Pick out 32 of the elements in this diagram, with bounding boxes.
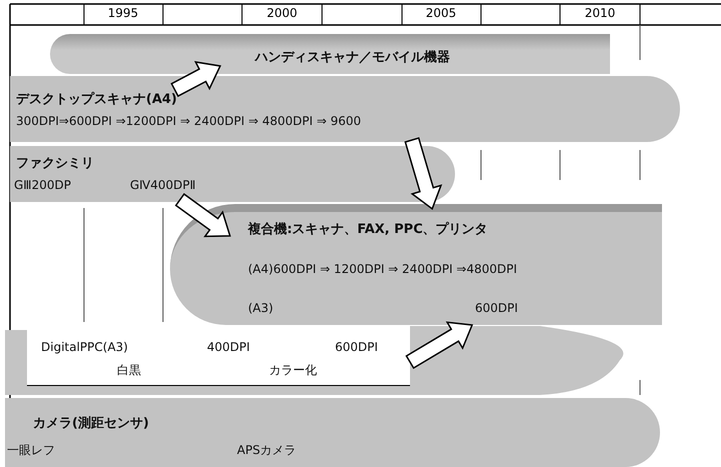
- band-text: 400DPI: [207, 340, 250, 354]
- band-text: GⅣ400DPⅡ: [130, 178, 196, 192]
- band-title: DigitalPPC(A3): [41, 340, 128, 354]
- block-arrow: [170, 61, 222, 98]
- band-title: 複合機:スキャナ、FAX, PPC、プリンタ: [248, 220, 488, 238]
- band-text: カラー化: [269, 362, 317, 379]
- band-title: カメラ(測距センサ): [33, 415, 149, 432]
- year-label: 1995: [106, 6, 140, 20]
- band-title: デスクトップスキャナ(A4): [16, 90, 177, 108]
- band-text: 600DPI: [335, 340, 378, 354]
- band-title: ファクシミリ: [16, 155, 94, 172]
- band-text: APSカメラ: [237, 442, 296, 459]
- band-text: 300DPI⇒600DPI ⇒1200DPI ⇒ 2400DPI ⇒ 4800DPI ⇒ 9600: [16, 114, 362, 128]
- band-title: ハンディスキャナ／モバイル機器: [255, 49, 450, 66]
- timeline-band: [50, 34, 610, 74]
- band-text: GⅢ200DP: [14, 178, 71, 192]
- band-text: 一眼レフ: [7, 442, 55, 459]
- block-arrow: [405, 321, 474, 370]
- band-text: 600DPI: [475, 301, 518, 315]
- year-label: 2005: [424, 6, 458, 20]
- year-label: 2000: [266, 6, 298, 20]
- block-arrow: [174, 193, 232, 238]
- year-label: 2010: [584, 6, 616, 20]
- timeline-band: [10, 76, 680, 142]
- label-box: [27, 330, 410, 386]
- timeline-band: [10, 146, 455, 202]
- band-text: (A4)600DPI ⇒ 1200DPI ⇒ 2400DPI ⇒4800DPI: [248, 262, 518, 276]
- timeline-band: [170, 204, 662, 325]
- band-text: (A3): [248, 301, 274, 315]
- band-text: 白黒: [117, 362, 141, 379]
- block-arrow: [404, 137, 442, 210]
- timeline-band: [5, 398, 660, 467]
